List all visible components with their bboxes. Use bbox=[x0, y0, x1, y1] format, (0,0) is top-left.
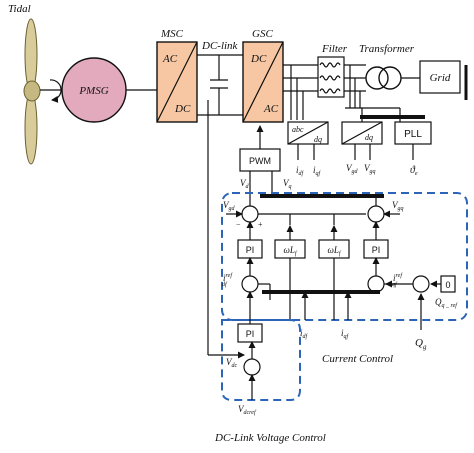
svg-text:ωLf: ωLf bbox=[327, 245, 341, 257]
vgd-left-label: Vgd bbox=[223, 200, 236, 212]
idf-top-label: idf bbox=[296, 165, 305, 177]
pi-dc-label: PI bbox=[246, 329, 255, 339]
theta-label: ϑe bbox=[410, 165, 418, 177]
msc-diagonal bbox=[156, 41, 198, 123]
pmsg-label: PMSG bbox=[78, 85, 108, 97]
msc-label: MSC bbox=[160, 28, 184, 40]
msc-ac-label: AC bbox=[162, 53, 178, 65]
pll-label: PLL bbox=[404, 129, 422, 140]
transformer-coil-right-icon bbox=[378, 66, 402, 90]
svg-text:+: + bbox=[258, 220, 263, 229]
grid-label: Grid bbox=[430, 72, 451, 84]
gsc-diagonal bbox=[242, 41, 284, 123]
idf-bottom-label: idf bbox=[300, 328, 309, 340]
vdc-label: Vdc bbox=[226, 357, 238, 369]
current-control-box bbox=[221, 192, 468, 321]
dq-label-current: dq bbox=[314, 135, 322, 144]
vd-sum-junction bbox=[241, 205, 259, 223]
vgd-top-label: Vgd bbox=[346, 163, 359, 175]
vdcref-label: Vdcref bbox=[238, 404, 257, 416]
id-sum-junction bbox=[241, 275, 259, 293]
qg-label: Qg bbox=[415, 337, 427, 351]
vd-label: Vd bbox=[240, 178, 250, 190]
gsc-ac-label: AC bbox=[263, 103, 279, 115]
turbine-blades-icon bbox=[23, 18, 41, 165]
transformer-coil-left-icon bbox=[365, 66, 389, 90]
gsc-label: GSC bbox=[252, 28, 273, 40]
msc-dc-label: DC bbox=[174, 103, 191, 115]
pi-d-label: PI bbox=[246, 245, 255, 255]
pwm-label: PWM bbox=[249, 156, 271, 166]
dc-link-voltage-control-box bbox=[221, 319, 301, 401]
iq-sum-junction bbox=[367, 275, 385, 293]
q-ref-zero-label: 0 bbox=[445, 280, 450, 290]
filter-inductor-b bbox=[319, 75, 341, 81]
transformer-label: Transformer bbox=[359, 43, 415, 55]
vq-label: Vq bbox=[283, 178, 292, 190]
filter-inductor-a bbox=[319, 62, 341, 68]
vdc-sum-junction bbox=[243, 358, 261, 376]
q-sum-junction bbox=[412, 275, 430, 293]
tidal-label: Tidal bbox=[8, 3, 31, 15]
vgq-top-label: Vgq bbox=[364, 163, 376, 175]
pi-q-label: PI bbox=[372, 245, 381, 255]
svg-text:−: − bbox=[236, 220, 241, 229]
dc-link-voltage-control-label: DC-Link Voltage Control bbox=[214, 432, 326, 444]
svg-text:ωLf: ωLf bbox=[283, 245, 297, 257]
iqf-top-label: iqf bbox=[313, 165, 322, 177]
abc-label-current: abc bbox=[292, 125, 304, 134]
vq-sum-junction bbox=[367, 205, 385, 223]
current-control-label: Current Control bbox=[322, 353, 393, 365]
iqf-bottom-label: iqf bbox=[341, 328, 350, 340]
filter-inductor-c bbox=[319, 88, 341, 94]
gsc-dc-label: DC bbox=[250, 53, 267, 65]
dq-label-voltage: dq bbox=[365, 133, 373, 142]
q-ref-label: Qq _ ref bbox=[435, 297, 458, 309]
dc-link-label: DC-link bbox=[201, 40, 239, 52]
grid-box bbox=[419, 60, 461, 94]
filter-label: Filter bbox=[321, 43, 348, 55]
vgq-right-label: Vgq bbox=[392, 200, 404, 212]
rotation-arrow-icon bbox=[49, 79, 62, 103]
